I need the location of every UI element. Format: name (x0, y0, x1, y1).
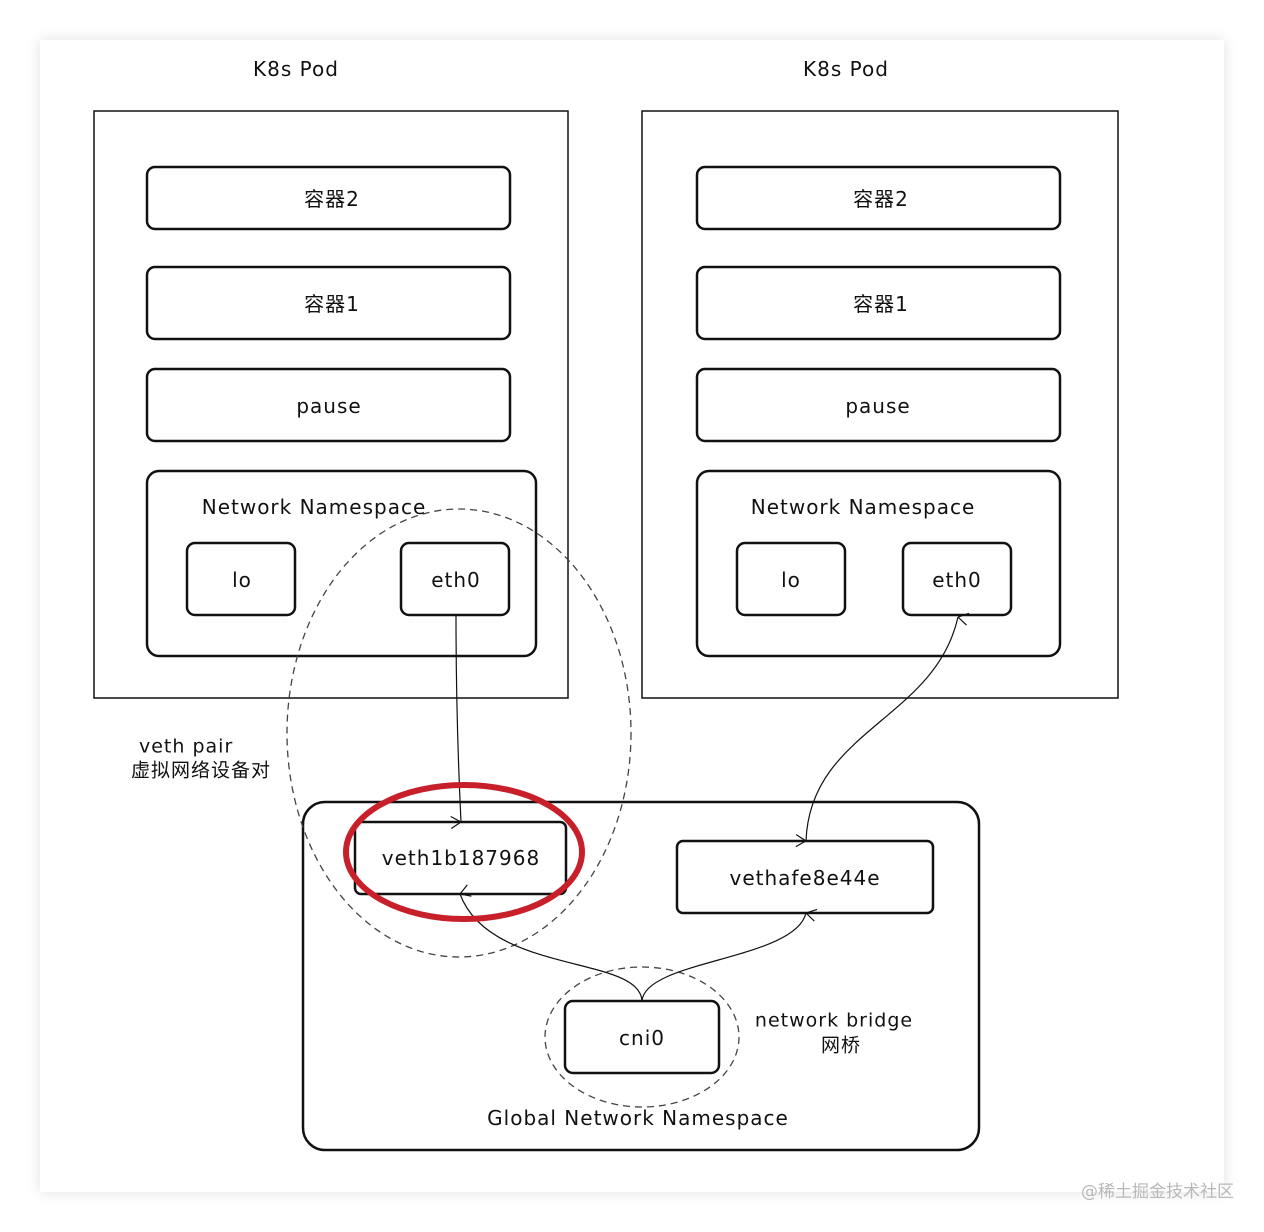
highlight-circle (343, 782, 585, 922)
watermark: @稀土掘金技术社区 (1081, 1182, 1234, 1202)
pod-left-container1-box (145, 265, 512, 341)
pod-left-title: K8s Pod (253, 57, 339, 81)
veth-right-label: vethafe8e44e (729, 866, 881, 890)
network-bridge-label: network bridge (754, 1009, 914, 1032)
pod-right-lo-label: lo (781, 568, 801, 592)
pod-right-netns-label: Network Namespace (750, 495, 976, 519)
pod-left-container1-label: 容器1 (304, 292, 360, 316)
pod-right-container2-label: 容器2 (853, 187, 909, 211)
pod-left-pause-label: pause (296, 394, 362, 418)
network-bridge-label-cn: 网桥 (820, 1034, 862, 1057)
pod-right-title: K8s Pod (803, 57, 889, 81)
connector-eth0-right-to-veth-right (806, 617, 958, 841)
cni0-label: cni0 (619, 1026, 665, 1050)
veth-pair-label: veth pair (139, 735, 234, 758)
pod-right-eth0-label: eth0 (932, 568, 982, 592)
pod-left-lo-label: lo (232, 568, 252, 592)
pod-left-container2-label: 容器2 (304, 187, 360, 211)
pod-right-container2-box (695, 165, 1062, 231)
global-netns-label: Global Network Namespace (487, 1106, 789, 1130)
pod-frame-left (93, 110, 569, 699)
veth-pair-label-cn: 虚拟网络设备对 (131, 759, 272, 782)
veth-left-label: veth1b187968 (381, 846, 541, 870)
connector-cni0-to-veth-right (641, 913, 806, 1002)
connector-eth0-to-veth-left (456, 614, 462, 822)
pod-left-eth0-box (399, 541, 511, 617)
pod-left-lo-box (185, 541, 297, 617)
pod-left-eth0-label: eth0 (431, 568, 481, 592)
pod-right-pause-box (695, 367, 1062, 443)
pod-left-pause-box (145, 367, 512, 443)
pod-right-container1-label: 容器1 (853, 292, 909, 316)
bridge-dashed-ellipse (544, 966, 740, 1108)
pod-left-container2-box (145, 165, 512, 231)
pod-right-container1-box (695, 265, 1062, 341)
pod-right-lo-box (735, 541, 847, 617)
pod-left-netns-label: Network Namespace (201, 495, 427, 519)
veth-pair-dashed-ellipse (286, 508, 632, 958)
pod-right-pause-label: pause (845, 394, 911, 418)
